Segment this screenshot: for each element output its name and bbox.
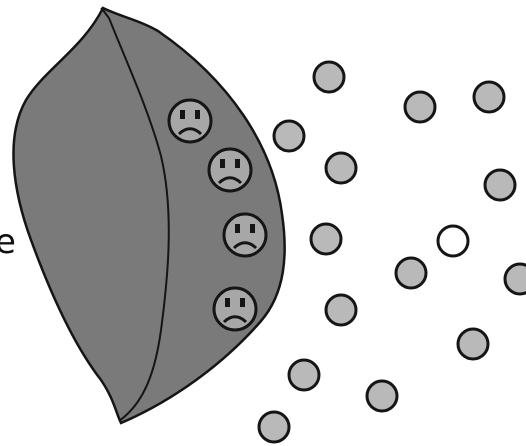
partial-label-e: e — [0, 222, 16, 262]
particle-icon — [326, 295, 356, 325]
particle-icon — [274, 121, 304, 151]
sad-face-icon — [224, 214, 266, 256]
particle-icon — [485, 170, 515, 200]
particle-icon — [314, 62, 344, 92]
particle-icon — [474, 82, 504, 112]
particle-icon — [289, 360, 319, 390]
particle-icon — [458, 329, 488, 359]
particle-icon — [311, 224, 341, 254]
particle-icon — [405, 92, 435, 122]
particle-icon — [367, 381, 397, 411]
sad-face-icon — [214, 288, 256, 330]
particle-icon — [396, 258, 426, 288]
sad-face-icon — [169, 100, 211, 142]
particle-icon — [326, 153, 356, 183]
particle-field — [259, 62, 526, 442]
particle-icon — [505, 264, 526, 294]
sad-face-icon — [209, 149, 251, 191]
empty-particle-icon — [438, 226, 468, 256]
particle-icon — [259, 412, 289, 442]
